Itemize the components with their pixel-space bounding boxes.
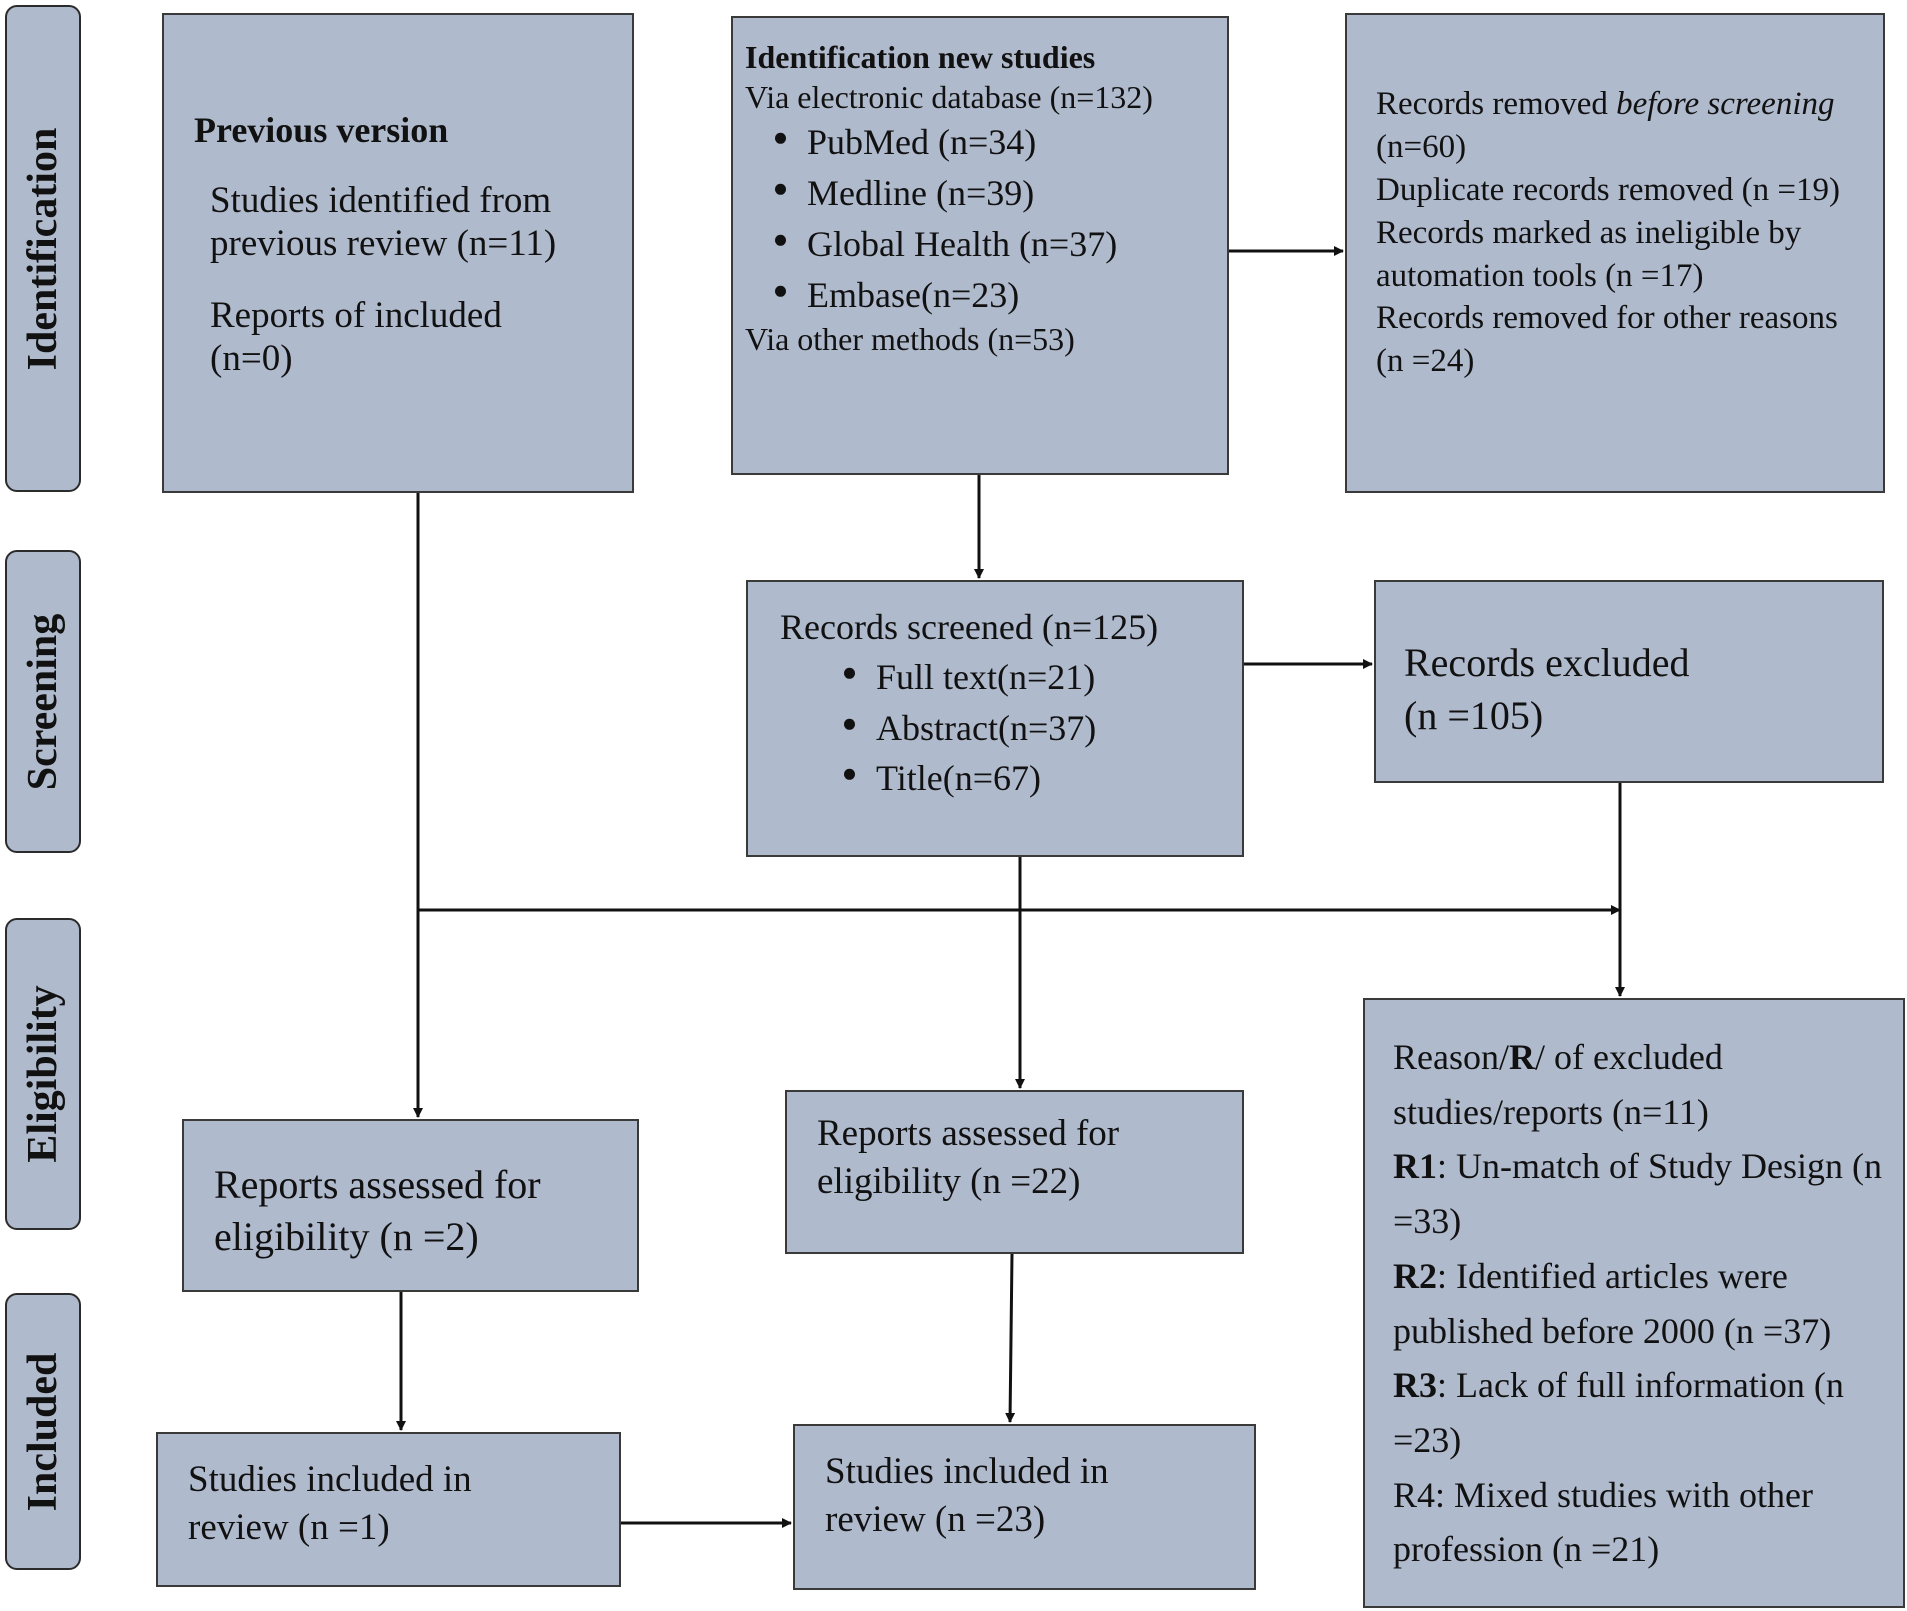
reasons-intro-r: R — [1508, 1037, 1535, 1077]
reason-r4: R4: Mixed studies with other profession … — [1393, 1468, 1887, 1577]
reason-code: R2 — [1393, 1255, 1437, 1296]
removed-duplicates: Duplicate records removed (n =19) — [1376, 171, 1840, 208]
previous-studies-text: Studies identified from previous review … — [210, 180, 557, 265]
reason-text: : Un-match of Study Design (n =33) — [1393, 1146, 1882, 1242]
removed-prefix: Records removed — [1376, 86, 1617, 122]
excluded-label: Records excluded — [1404, 640, 1690, 685]
reason-text: : Mixed studies with other profession (n… — [1393, 1474, 1813, 1570]
included-total-text: Studies included in review (n =23) — [825, 1451, 1109, 1541]
screened-list: Full text(n=21) Abstract(n=37) Title(n=6… — [780, 652, 1226, 803]
exclusion-reasons-box: Reason/R/ of excluded studies/reports (n… — [1363, 998, 1905, 1608]
list-item: PubMed (n=34) — [769, 117, 1215, 168]
phase-screening: Screening — [5, 550, 81, 853]
new-studies-heading: Identification new studies — [745, 39, 1096, 75]
excluded-count: (n =105) — [1404, 693, 1544, 739]
reason-r3: R3: Lack of full information (n =23) — [1393, 1358, 1887, 1467]
database-list: PubMed (n=34) Medline (n=39) Global Heal… — [745, 117, 1215, 320]
list-item: Medline (n=39) — [769, 168, 1215, 219]
reason-code: R1 — [1393, 1146, 1437, 1187]
phase-identification: Identification — [5, 5, 81, 492]
reason-code: R4 — [1393, 1474, 1436, 1515]
previous-reports-text: Reports of included (n=0) — [210, 294, 502, 379]
list-item: Abstract(n=37) — [838, 703, 1226, 753]
removed-italic: before screening — [1616, 86, 1835, 122]
reason-r2: R2: Identified articles were published b… — [1393, 1249, 1887, 1358]
removed-suffix: (n=60) — [1376, 128, 1467, 165]
removed-before-screening: Records removed before screening (n=60) — [1376, 83, 1863, 169]
reason-code: R3 — [1393, 1365, 1437, 1406]
included-total-box: Studies included in review (n =23) — [793, 1424, 1256, 1590]
phase-identification-label: Identification — [20, 127, 66, 370]
records-screened-box: Records screened (n=125) Full text(n=21)… — [746, 580, 1244, 857]
phase-screening-label: Screening — [20, 613, 66, 790]
phase-eligibility: Eligibility — [5, 918, 81, 1230]
screened-title: Records screened (n=125) — [780, 607, 1159, 647]
reasons-intro: Reason/R/ of excluded studies/reports (n… — [1393, 1030, 1783, 1139]
list-item: Title(n=67) — [838, 753, 1226, 803]
reason-text: : Lack of full information (n =23) — [1393, 1365, 1844, 1461]
previous-version-heading: Previous version — [194, 110, 449, 150]
reasons-intro-a: Reason/ — [1393, 1037, 1509, 1077]
reasons-intro-b: / of excluded studies/reports (n=11) — [1393, 1037, 1723, 1132]
removed-other: Records removed for other reasons (n =24… — [1376, 300, 1838, 380]
assessed-previous-text: Reports assessed for eligibility (n =2) — [214, 1162, 541, 1259]
via-database-text: Via electronic database (n=132) — [745, 78, 1153, 115]
reason-r1: R1: Un-match of Study Design (n =33) — [1393, 1139, 1887, 1248]
removed-automation: Records marked as ineligible by automati… — [1376, 214, 1802, 294]
phase-included-label: Included — [20, 1352, 66, 1511]
records-excluded-box: Records excluded (n =105) — [1374, 580, 1884, 783]
list-item: Full text(n=21) — [838, 652, 1226, 702]
list-item: Embase(n=23) — [769, 270, 1215, 321]
assessed-new-box: Reports assessed for eligibility (n =22) — [785, 1090, 1244, 1254]
reason-text: : Identified articles were published bef… — [1393, 1255, 1832, 1351]
previous-version-box: Previous version Studies identified from… — [162, 13, 634, 493]
included-previous-box: Studies included in review (n =1) — [156, 1432, 621, 1587]
included-previous-text: Studies included in review (n =1) — [188, 1459, 472, 1549]
records-removed-box: Records removed before screening (n=60) … — [1345, 13, 1885, 493]
phase-included: Included — [5, 1293, 81, 1570]
assessed-previous-box: Reports assessed for eligibility (n =2) — [182, 1119, 639, 1292]
arrow-assessed-new-to-included — [1005, 1253, 1016, 1423]
list-item: Global Health (n=37) — [769, 219, 1215, 270]
via-other-text: Via other methods (n=53) — [745, 321, 1075, 358]
assessed-new-text: Reports assessed for eligibility (n =22) — [817, 1113, 1120, 1203]
new-studies-box: Identification new studies Via electroni… — [731, 16, 1229, 475]
phase-eligibility-label: Eligibility — [20, 985, 66, 1163]
